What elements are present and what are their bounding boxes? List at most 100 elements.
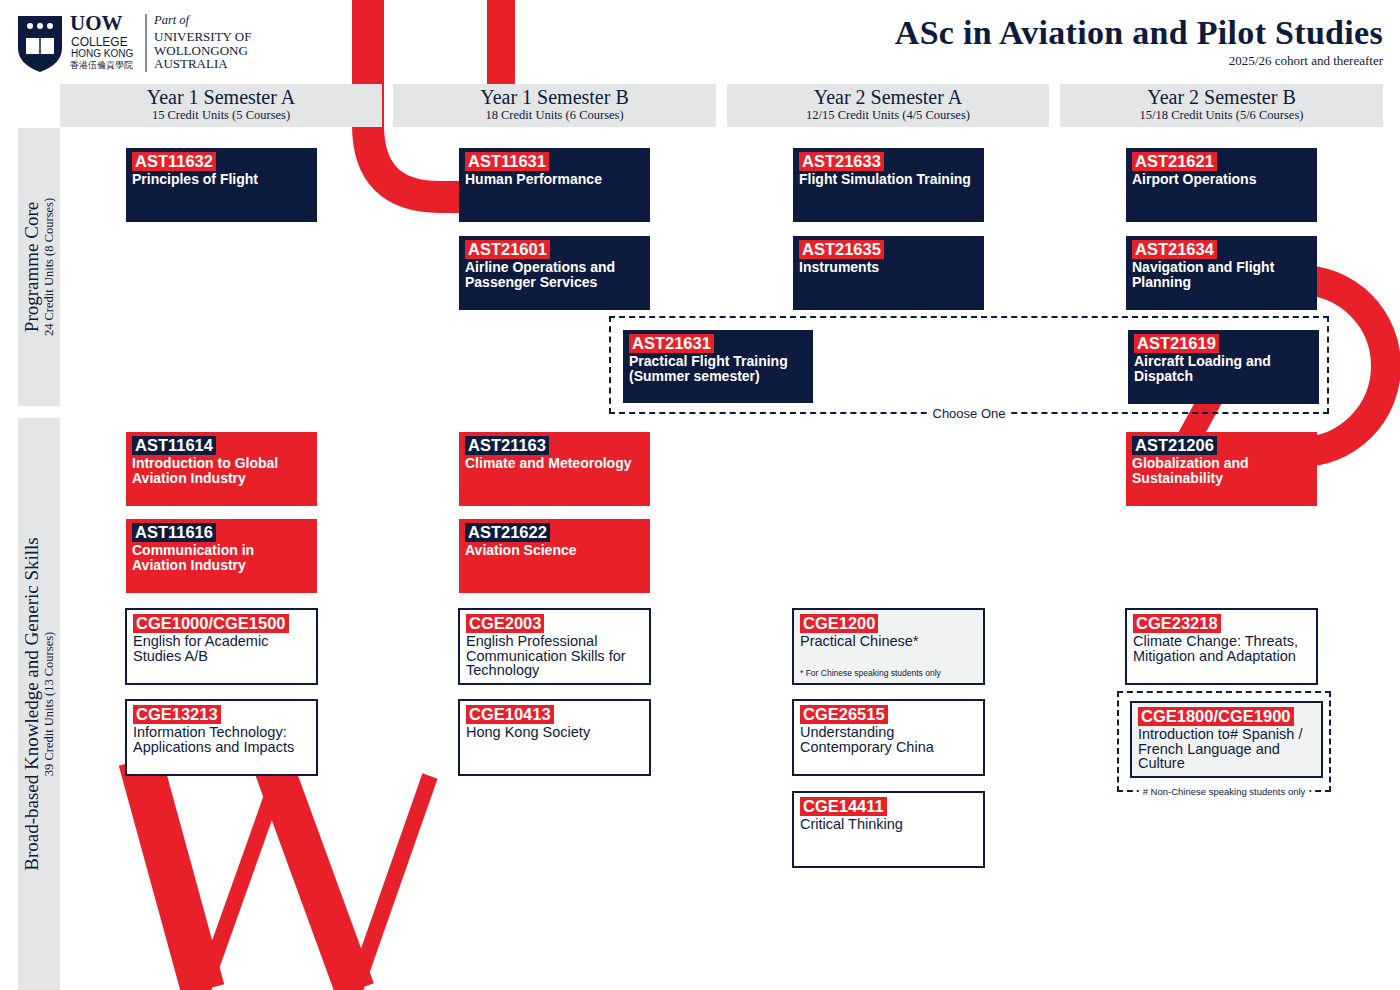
course-box: AST21635Instruments (793, 236, 984, 310)
course-name: Communication in Aviation Industry (132, 543, 311, 572)
crest-book (39, 38, 41, 54)
course-code: AST21621 (1132, 152, 1217, 171)
heading: Programme Core (22, 202, 42, 332)
course-code: AST11632 (132, 152, 216, 171)
heading: Year 1 Semester B (393, 87, 716, 108)
heading: Year 2 Semester B (1060, 87, 1383, 108)
course-name: Principles of Flight (132, 172, 258, 187)
course-name: Airline Operations and Passenger Service… (465, 260, 644, 289)
brand-letter-w (140, 760, 203, 990)
subtitle: 2025/26 cohort and thereafter (1229, 54, 1383, 68)
course-name: Hong Kong Society (466, 725, 590, 740)
logo-text: UNIVERSITY OF WOLLONGONG AUSTRALIA (154, 30, 284, 71)
course-code: AST21619 (1134, 334, 1219, 353)
brand-letter-w (274, 768, 355, 990)
course-code: AST21633 (799, 152, 884, 171)
course-box: CGE23218Climate Change: Threats, Mitigat… (1125, 608, 1318, 685)
brand-letter-w (355, 776, 430, 990)
crest-mark (47, 23, 53, 29)
course-code: AST11631 (465, 152, 549, 171)
course-code: CGE10413 (466, 705, 554, 724)
course-name: Introduction to Global Aviation Industry (132, 456, 311, 485)
group-note: # Non-Chinese speaking students only (1139, 786, 1310, 797)
heading: Broad-based Knowledge and Generic Skills (22, 537, 42, 870)
course-name: Understanding Contemporary China (800, 725, 977, 754)
footnote: * For Chinese speaking students only (800, 668, 941, 678)
course-box: CGE1000/CGE1500English for Academic Stud… (125, 608, 318, 685)
course-code: CGE1000/CGE1500 (133, 614, 289, 633)
course-code: AST21622 (465, 523, 550, 542)
course-name: Human Performance (465, 172, 602, 187)
course-name: Information Technology: Applications and… (133, 725, 310, 754)
band-label: Programme Core24 Credit Units (8 Courses… (18, 128, 60, 406)
group-note: Choose One (929, 406, 1010, 421)
course-name: Aviation Science (465, 543, 577, 558)
course-box: AST21622Aviation Science (459, 519, 650, 593)
course-box: AST21206Globalization and Sustainability (1126, 432, 1317, 506)
category-band: Broad-based Knowledge and Generic Skills… (18, 418, 60, 990)
course-box: AST21619Aircraft Loading and Dispatch (1128, 330, 1319, 404)
course-name: Practical Flight Training (Summer semest… (629, 354, 807, 383)
category-band: Programme Core24 Credit Units (8 Courses… (18, 128, 60, 406)
crest-book (26, 38, 54, 54)
course-code: CGE1200 (800, 614, 878, 633)
course-code: AST21631 (629, 334, 714, 353)
course-box: AST11616Communication in Aviation Indust… (126, 519, 317, 593)
course-name: English Professional Communication Skill… (466, 634, 643, 678)
course-name: Airport Operations (1132, 172, 1256, 187)
credit-units: 12/15 Credit Units (4/5 Courses) (727, 108, 1049, 122)
crest-shield (18, 16, 62, 72)
course-name: Introduction to# Spanish / French Langua… (1138, 727, 1315, 771)
page-title: ASc in Aviation and Pilot Studies (895, 14, 1383, 52)
course-name: Instruments (799, 260, 879, 275)
course-box: AST11614Introduction to Global Aviation … (126, 432, 317, 506)
course-name: Flight Simulation Training (799, 172, 971, 187)
course-code: AST21206 (1132, 436, 1217, 455)
course-box: CGE26515Understanding Contemporary China (792, 699, 985, 776)
course-box: AST21633Flight Simulation Training (793, 148, 984, 222)
course-box: AST21601Airline Operations and Passenger… (459, 236, 650, 310)
course-box: AST11631Human Performance (459, 148, 650, 222)
course-box: CGE14411Critical Thinking (792, 791, 985, 868)
choice-group: Choose OneAST21631Practical Flight Train… (609, 316, 1329, 414)
logo-text: Part of (154, 14, 189, 27)
course-name: Climate and Meteorology (465, 456, 631, 471)
course-code: AST11614 (132, 436, 216, 455)
credit-units: 39 Credit Units (13 Courses) (42, 632, 56, 776)
course-code: AST21635 (799, 240, 884, 259)
semester-header: Year 2 Semester A12/15 Credit Units (4/5… (727, 84, 1049, 127)
course-name: Navigation and Flight Planning (1132, 260, 1311, 289)
course-box: AST21163Climate and Meteorology (459, 432, 650, 506)
course-name: Climate Change: Threats, Mitigation and … (1133, 634, 1310, 663)
course-code: CGE26515 (800, 705, 888, 724)
course-code: CGE1800/CGE1900 (1138, 707, 1294, 726)
course-box: CGE1200Practical Chinese** For Chinese s… (792, 608, 985, 685)
course-box: AST21634Navigation and Flight Planning (1126, 236, 1317, 310)
course-name: English for Academic Studies A/B (133, 634, 310, 663)
course-code: CGE2003 (466, 614, 544, 633)
course-code: CGE14411 (800, 797, 887, 816)
course-code: AST21634 (1132, 240, 1217, 259)
choice-group: # Non-Chinese speaking students onlyCGE1… (1117, 691, 1331, 792)
course-code: CGE23218 (1133, 614, 1221, 633)
course-box: CGE13213Information Technology: Applicat… (125, 699, 318, 776)
course-code: AST21601 (465, 240, 550, 259)
semester-header: Year 2 Semester B15/18 Credit Units (5/6… (1060, 84, 1383, 127)
heading: Year 1 Semester A (60, 87, 382, 108)
credit-units: 24 Credit Units (8 Courses) (42, 198, 56, 336)
logo-text: COLLEGE (71, 36, 128, 49)
logo-text: 香港伍倫貢學院 (70, 61, 133, 70)
course-code: AST11616 (132, 523, 216, 542)
crest-mark (27, 23, 33, 29)
semester-header: Year 1 Semester A15 Credit Units (5 Cour… (60, 84, 382, 127)
course-box: CGE2003English Professional Communicatio… (458, 608, 651, 685)
crest-mark (37, 23, 43, 29)
logo-text: UOW (70, 12, 123, 34)
course-box: CGE10413Hong Kong Society (458, 699, 651, 776)
credit-units: 15/18 Credit Units (5/6 Courses) (1060, 108, 1383, 122)
course-code: CGE13213 (133, 705, 221, 724)
logo-divider (146, 14, 147, 72)
credit-units: 18 Credit Units (6 Courses) (393, 108, 716, 122)
course-box: AST21631Practical Flight Training (Summe… (623, 330, 813, 403)
